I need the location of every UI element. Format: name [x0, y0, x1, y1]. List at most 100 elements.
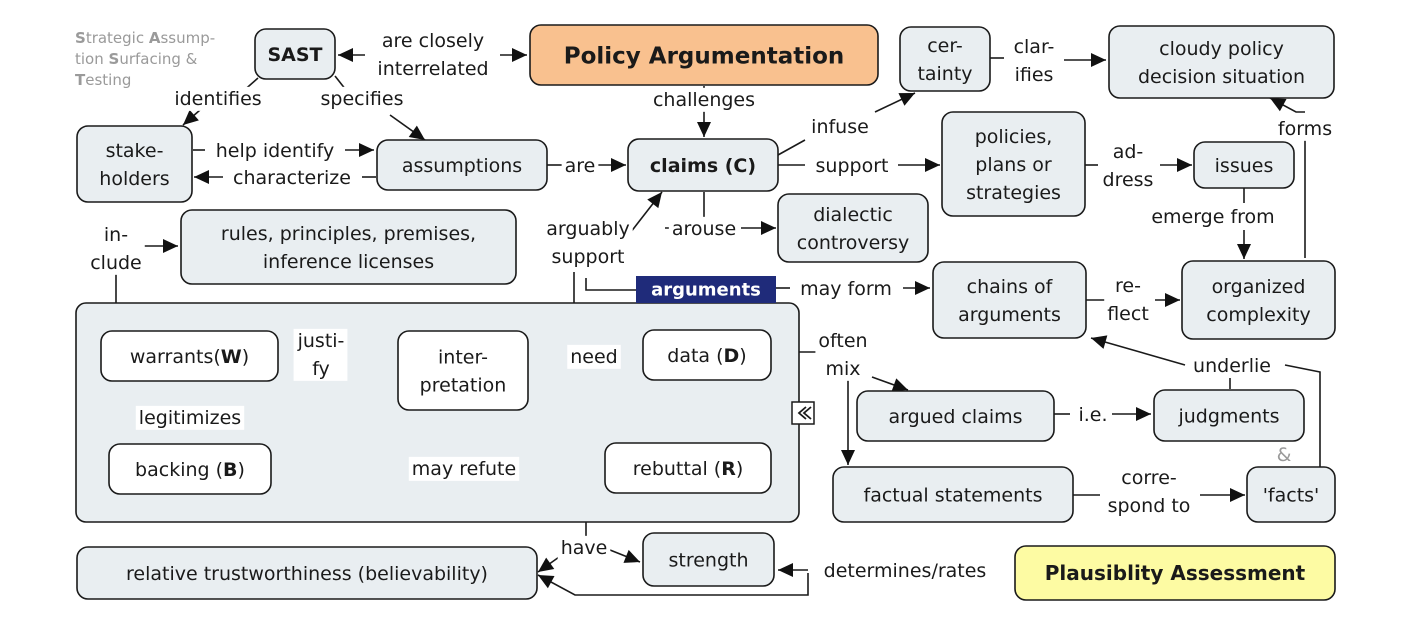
link-label: need — [570, 346, 617, 368]
arrowhead — [183, 109, 199, 125]
node-data[interactable]: data (D) — [642, 329, 772, 381]
node-box — [941, 111, 1086, 217]
node-box — [1153, 389, 1305, 442]
node-claims[interactable]: claims (C) — [627, 138, 779, 192]
node-issues[interactable]: issues — [1193, 141, 1295, 189]
node-label: 'facts' — [1263, 484, 1320, 506]
link-help-identify: help identify — [212, 138, 338, 163]
link-determines: determines/rates — [820, 558, 990, 583]
node-backing[interactable]: backing (B) — [108, 443, 272, 495]
node-arguments[interactable]: arguments — [636, 276, 776, 303]
node-box — [76, 125, 193, 203]
node-label: factual statements — [864, 484, 1043, 506]
node-label: rules, principles, premises,inference li… — [221, 223, 476, 273]
node-label: SAST — [267, 44, 322, 66]
node-label: stake-holders — [99, 140, 169, 190]
node-certainty[interactable]: cer-tainty — [899, 26, 991, 92]
link-label: help identify — [216, 140, 335, 162]
node-trust[interactable]: relative trustworthiness (believability) — [76, 546, 538, 600]
node-label: data (D) — [667, 345, 746, 367]
arrowhead — [1270, 98, 1287, 112]
link-support: support — [812, 153, 892, 178]
node-stakeholders[interactable]: stake-holders — [76, 125, 193, 203]
link-reflect: re-flect — [1104, 273, 1152, 326]
link-emerge-from: emerge from — [1148, 204, 1278, 229]
edge — [1284, 364, 1321, 467]
arrowhead — [778, 563, 793, 577]
node-interpretation[interactable]: inter-pretation — [397, 330, 529, 411]
node-rules[interactable]: rules, principles, premises,inference li… — [180, 209, 517, 285]
arrowhead — [538, 557, 555, 572]
node-box — [932, 261, 1087, 339]
link-correspond: corre-spond to — [1104, 465, 1194, 518]
node-box — [1108, 25, 1335, 99]
link-label: may form — [800, 278, 892, 300]
node-label: backing (B) — [135, 459, 245, 481]
node-box — [397, 330, 529, 411]
node-box — [604, 442, 772, 494]
node-box — [832, 466, 1074, 523]
link-arouse: arouse — [668, 216, 740, 241]
node-rebuttal[interactable]: rebuttal (R) — [604, 442, 772, 494]
link-forms: forms — [1274, 116, 1336, 141]
arrowhead — [891, 378, 908, 392]
collapse-icon[interactable] — [791, 401, 815, 425]
node-policy-argumentation[interactable]: Policy Argumentation — [529, 24, 879, 86]
node-label: cer-tainty — [917, 35, 972, 85]
arrowhead — [1091, 335, 1108, 349]
arrowhead — [512, 48, 527, 62]
node-factual[interactable]: factual statements — [832, 466, 1074, 523]
arrowhead — [761, 221, 776, 235]
node-label: warrants(W) — [130, 346, 249, 368]
link-identifies: identifies — [171, 86, 265, 111]
link-label: determines/rates — [824, 560, 987, 582]
node-label: argued claims — [888, 406, 1022, 428]
link-label: re-flect — [1107, 275, 1149, 325]
link-label: underlie — [1193, 355, 1271, 377]
node-assumptions[interactable]: assumptions — [376, 139, 548, 191]
node-box — [376, 139, 548, 191]
node-label: Policy Argumentation — [564, 43, 845, 69]
link-have: have — [557, 535, 611, 560]
edge — [777, 139, 806, 156]
node-plausibility[interactable]: Plausiblity Assessment — [1014, 545, 1336, 601]
node-strength[interactable]: strength — [642, 532, 775, 587]
link-label: emerge from — [1151, 206, 1274, 228]
arguments-label: arguments — [651, 279, 761, 300]
arrowhead — [338, 48, 353, 62]
node-warrants[interactable]: warrants(W) — [100, 330, 279, 382]
link-infuse: infuse — [808, 114, 872, 139]
node-facts[interactable]: 'facts' — [1246, 466, 1336, 523]
link-label: identifies — [174, 88, 261, 110]
link-underlie: underlie — [1190, 353, 1274, 378]
link-label: specifies — [321, 88, 404, 110]
ampersand-label: & — [1277, 444, 1292, 466]
arrowhead — [1230, 488, 1245, 502]
link-label: arouse — [672, 218, 736, 240]
arrowhead — [1237, 244, 1251, 259]
node-label: issues — [1215, 155, 1274, 177]
arguments-connector — [585, 278, 636, 291]
link-label: ad-dress — [1103, 141, 1154, 191]
link-clarifies: clar-ifies — [1010, 34, 1058, 87]
node-box — [254, 28, 336, 80]
node-judgments[interactable]: judgments — [1153, 389, 1305, 442]
node-label: claims (C) — [650, 155, 756, 177]
arrowhead — [1177, 158, 1192, 172]
arrowhead — [1136, 407, 1151, 421]
node-argued-claims[interactable]: argued claims — [856, 390, 1055, 442]
arrowhead — [359, 143, 374, 157]
link-label: infuse — [811, 116, 869, 138]
node-box — [777, 193, 929, 263]
node-sast[interactable]: SAST — [254, 28, 336, 80]
link-ie: i.e. — [1075, 402, 1111, 427]
link-justify: justi-fy — [293, 328, 348, 381]
